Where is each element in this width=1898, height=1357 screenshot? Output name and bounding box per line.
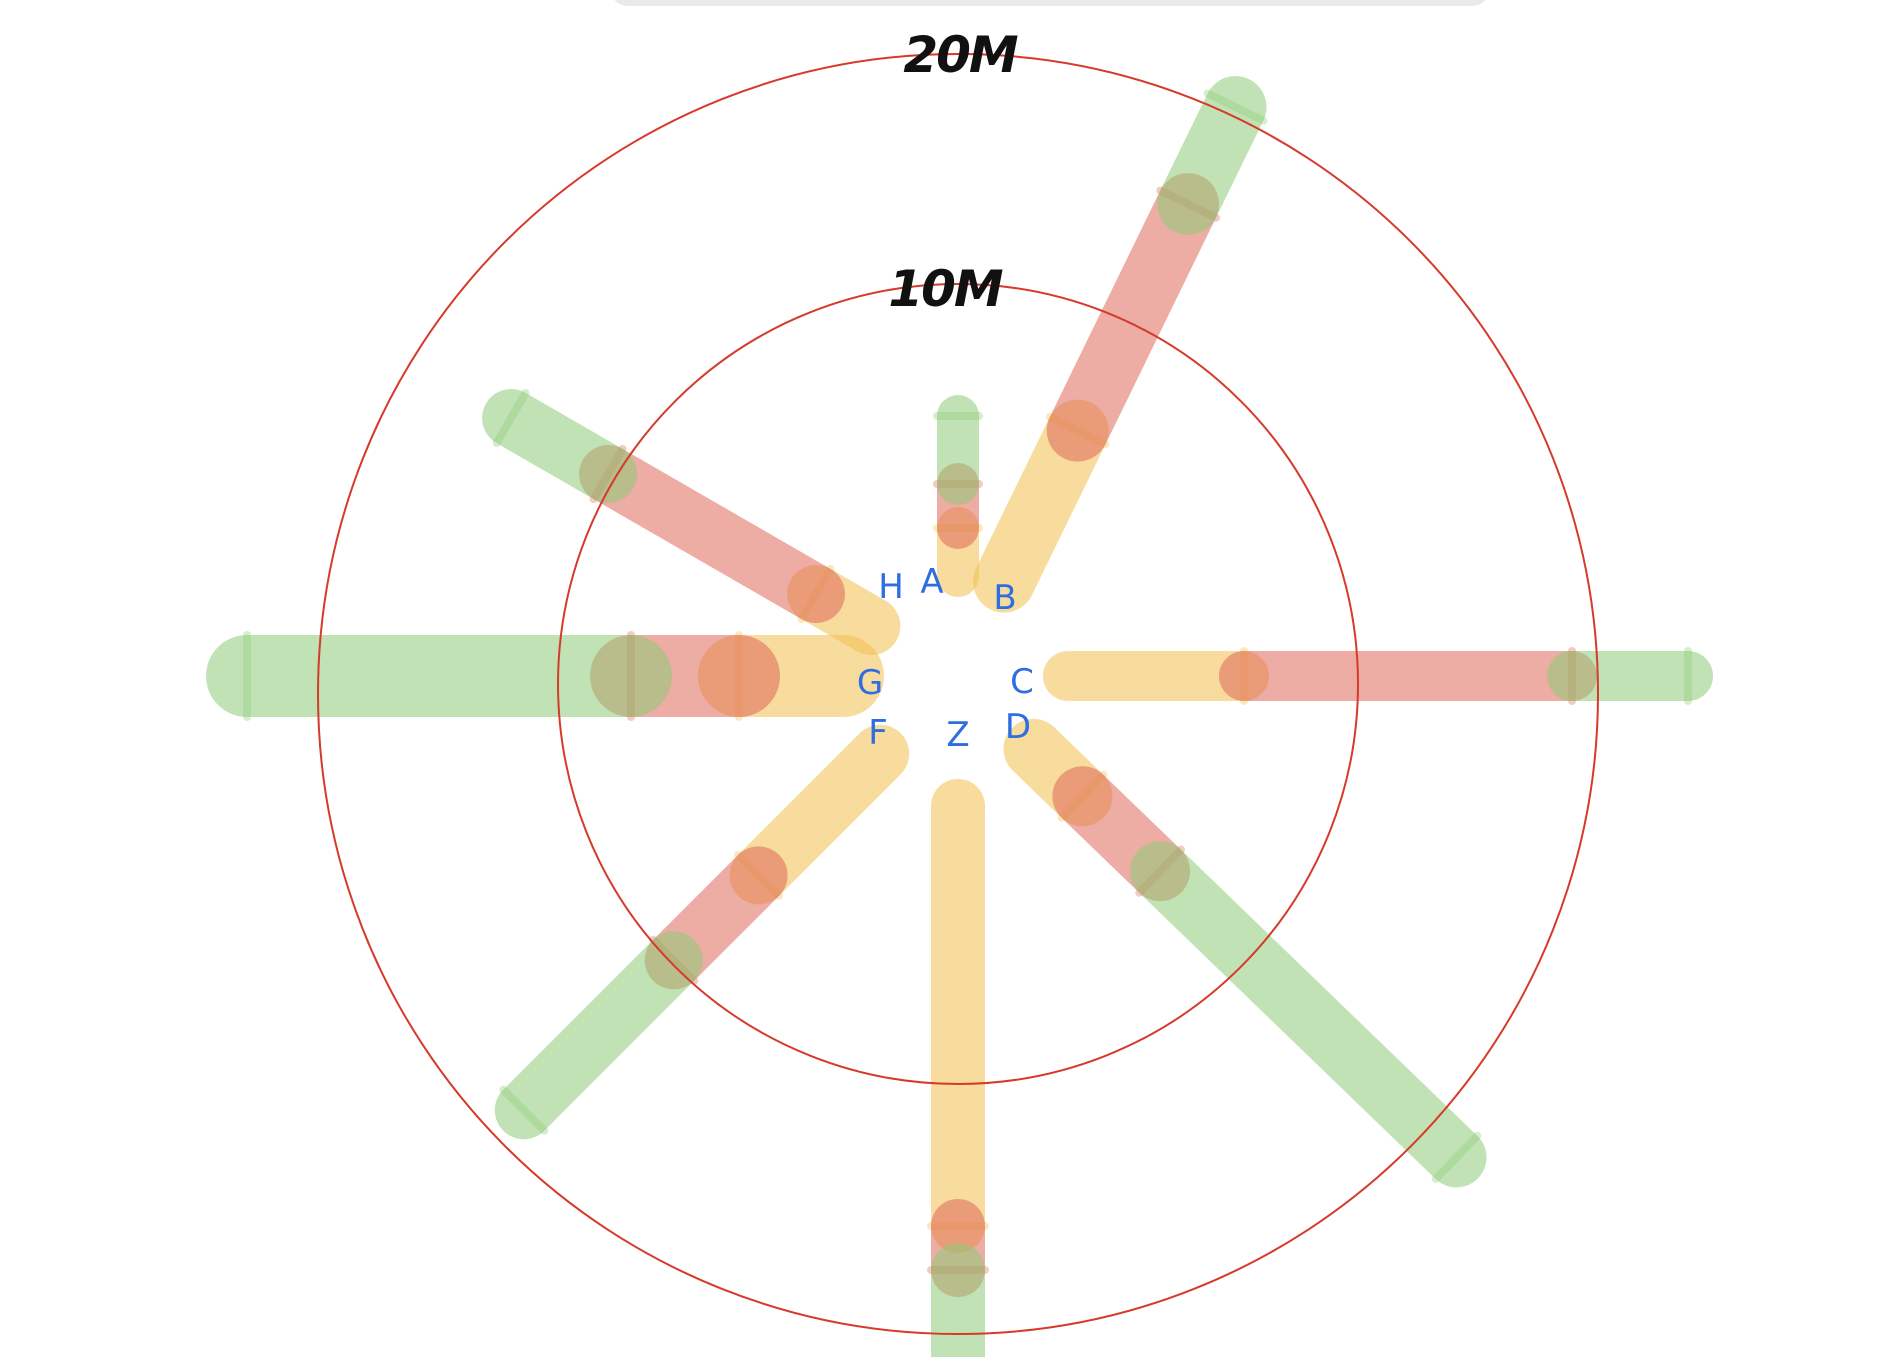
spoke-h-green-band xyxy=(482,389,638,503)
spoke-d-green-seam xyxy=(1431,1131,1482,1183)
top-shadow xyxy=(614,0,1486,6)
labels-layer: A B CDZ FG H xyxy=(857,562,1034,755)
bands-layer xyxy=(206,76,1713,1357)
spoke-b-green-seam xyxy=(1203,89,1268,125)
spoke-h-red-band xyxy=(579,445,845,623)
spoke-f-green-seam xyxy=(499,1085,549,1135)
spoke-b-red-band xyxy=(1046,173,1220,462)
spoke-label-z: Z xyxy=(946,715,969,755)
spoke-label-b: B xyxy=(993,578,1016,618)
spoke-b-green-band xyxy=(1157,76,1267,236)
ring-10m xyxy=(557,283,1359,1085)
spoke-label-c: C xyxy=(1010,662,1034,702)
spoke-label-h: H xyxy=(878,567,904,607)
ring-label-20m: 20M xyxy=(903,26,1018,84)
ring-20m xyxy=(317,53,1599,1335)
spoke-f-green-band xyxy=(494,931,703,1140)
spoke-label-f: F xyxy=(868,713,888,753)
spoke-label-d: D xyxy=(1005,707,1031,747)
spoke-d-green-band xyxy=(1130,841,1487,1188)
ring-label-10m: 10M xyxy=(888,260,1003,318)
spoke-label-a: A xyxy=(920,562,943,602)
spoke-label-g: G xyxy=(857,663,883,703)
spoke-h-green-seam xyxy=(492,388,530,448)
